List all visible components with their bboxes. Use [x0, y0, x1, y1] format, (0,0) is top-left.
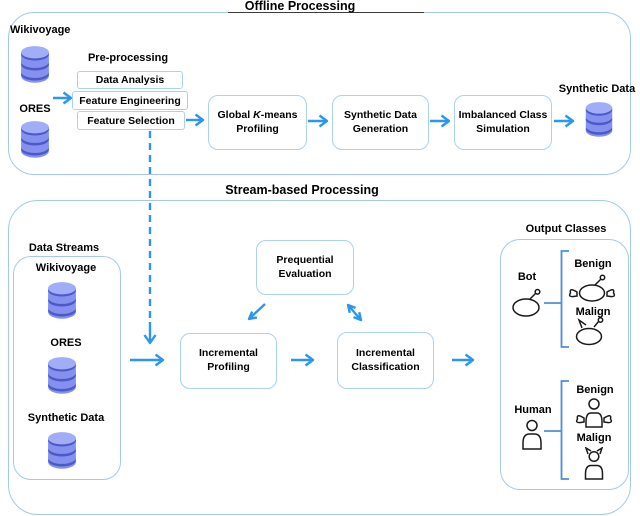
database-icon: [46, 355, 78, 395]
offline-synthetic-data-label: Synthetic Data: [558, 83, 636, 95]
prequential-line2: Evaluation: [278, 267, 332, 280]
kmeans-k: K: [253, 108, 261, 121]
database-icon: [584, 100, 614, 138]
bot-label: Bot: [517, 271, 537, 283]
output-classes-box: [500, 239, 629, 490]
synthgen-line1: Synthetic Data: [344, 108, 417, 121]
human-benign-icon: [572, 397, 616, 429]
kmeans-line2: Profiling: [236, 122, 279, 135]
offline-wikivoyage-label: Wikivoyage: [10, 24, 71, 36]
data-streams-title: Data Streams: [28, 242, 100, 254]
stream-ores-label: ORES: [50, 337, 82, 349]
incclassification-line2: Classification: [351, 360, 420, 373]
human-benign-label: Benign: [576, 384, 614, 396]
incclassification-line1: Incremental: [356, 346, 415, 359]
kmeans-text: Global: [217, 108, 254, 121]
imbalanced-line1: Imbalanced Class: [458, 108, 548, 121]
global-kmeans-profiling-box: Global K-means Profiling: [208, 95, 307, 150]
imbalanced-class-simulation-box: Imbalanced Class Simulation: [454, 95, 552, 150]
bot-malign-label: Malign: [575, 306, 611, 318]
bot-icon: [507, 288, 547, 318]
step-data-analysis: Data Analysis: [77, 71, 183, 89]
bot-benign-label: Benign: [574, 258, 612, 270]
human-label: Human: [514, 404, 552, 416]
human-malign-label: Malign: [576, 432, 612, 444]
offline-title-underline: [228, 12, 424, 13]
kmeans-text2: -means: [260, 108, 298, 121]
prequential-line1: Prequential: [276, 253, 334, 266]
synthgen-line2: Generation: [352, 122, 409, 135]
step-feature-selection: Feature Selection: [77, 111, 185, 130]
bot-malign-icon: [570, 317, 610, 347]
imbalanced-line2: Simulation: [476, 122, 530, 135]
data-streams-box: [13, 256, 121, 480]
incprofiling-line1: Incremental: [199, 347, 258, 360]
database-icon: [46, 280, 78, 320]
offline-section-title: Offline Processing: [244, 0, 356, 13]
stream-section-box: [8, 200, 631, 515]
step-feature-engineering: Feature Engineering: [72, 91, 188, 110]
database-icon: [46, 430, 78, 470]
incremental-classification-box: Incremental Classification: [337, 332, 434, 389]
synthetic-data-generation-box: Synthetic Data Generation: [332, 95, 429, 150]
preprocessing-title: Pre-processing: [87, 52, 169, 64]
output-classes-title: Output Classes: [525, 223, 607, 235]
human-malign-icon: [582, 446, 606, 481]
database-icon: [19, 119, 51, 159]
stream-synthetic-data-label: Synthetic Data: [27, 412, 105, 424]
bot-benign-icon: [566, 273, 618, 305]
stream-wikivoyage-label: Wikivoyage: [35, 262, 97, 274]
stream-section-title: Stream-based Processing: [225, 183, 379, 197]
prequential-evaluation-box: Prequential Evaluation: [256, 240, 354, 295]
incprofiling-line2: Profiling: [207, 361, 250, 373]
database-icon: [19, 44, 51, 84]
offline-ores-label: ORES: [19, 103, 51, 115]
incremental-profiling-box: Incremental Profiling: [180, 333, 277, 389]
human-icon: [520, 419, 544, 451]
